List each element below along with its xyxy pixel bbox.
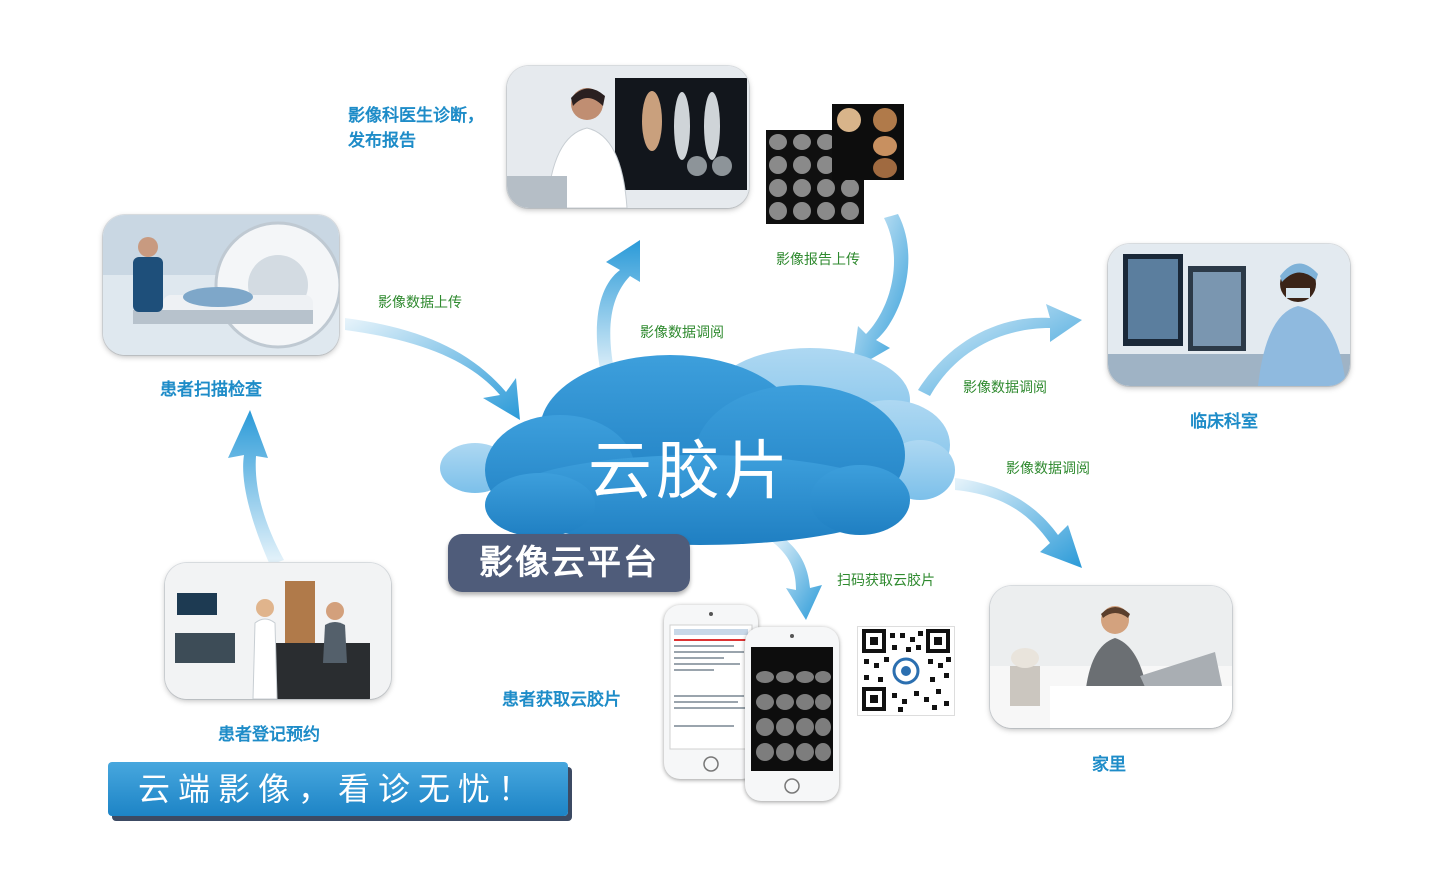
slogan-banner: 云端影像，看诊无忧！: [108, 762, 568, 816]
arrow-report-to-cloud: [852, 214, 909, 370]
arrow-label-upload-data: 影像数据上传: [378, 295, 462, 311]
photo-clinic: [1108, 244, 1350, 386]
label-scan: 患者扫描检查: [160, 380, 262, 400]
label-patient-get: 患者获取云胶片: [502, 690, 621, 710]
label-clinic: 临床科室: [1190, 412, 1258, 432]
arrow-label-review-clinic: 影像数据调阅: [963, 380, 1047, 396]
phone-images: [745, 627, 839, 801]
photo-ct-scan: [103, 215, 339, 355]
platform-badge: 影像云平台: [448, 534, 690, 592]
ct-3d-grid: [832, 104, 904, 180]
phone-report: [664, 605, 758, 779]
arrow-cloud-to-doctor: [596, 240, 640, 380]
arrow-scan-to-cloud: [345, 318, 520, 420]
photo-radiologist: [507, 66, 749, 208]
arrow-label-scan-qr: 扫码获取云胶片: [837, 573, 935, 589]
photo-home: [990, 586, 1232, 728]
cloud-title: 云胶片: [588, 435, 792, 509]
label-doctor: 影像科医生诊断，发布报告: [348, 106, 484, 151]
arrow-register-to-scan: [228, 410, 284, 565]
arrow-label-review-doctor: 影像数据调阅: [640, 325, 724, 341]
arrow-label-review-home: 影像数据调阅: [1006, 461, 1090, 477]
photo-reception: [165, 563, 391, 699]
arrow-cloud-to-clinic: [918, 304, 1082, 396]
qr-code: [857, 626, 955, 716]
arrow-cloud-to-phone: [770, 535, 822, 620]
label-register: 患者登记预约: [218, 725, 320, 745]
cloud-shape: [440, 348, 955, 545]
arrow-cloud-to-home: [955, 478, 1082, 568]
label-home: 家里: [1092, 755, 1126, 775]
arrow-label-upload-report: 影像报告上传: [776, 252, 860, 268]
